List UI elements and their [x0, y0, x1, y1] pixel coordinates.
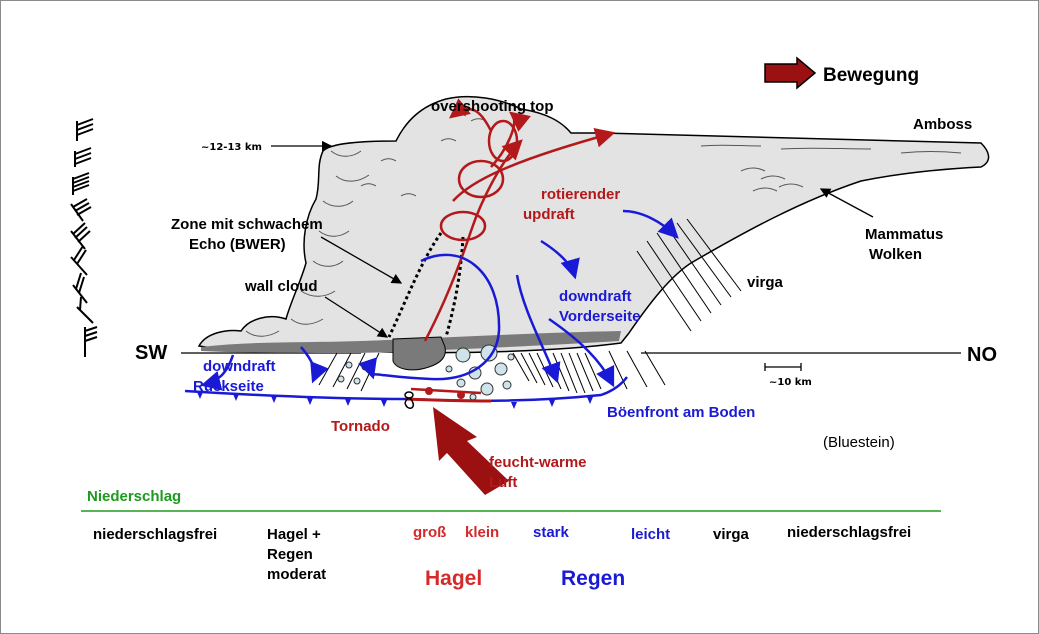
- wind-profile-barbs: [71, 119, 97, 357]
- inflow-label-line1: feucht-warme: [489, 454, 587, 471]
- anvil-label: Amboss: [913, 116, 972, 133]
- virga-label: virga: [747, 274, 784, 291]
- mammatus-label-line2: Wolken: [869, 246, 922, 263]
- rotating-updraft-label-line1: rotierender: [541, 186, 620, 203]
- precip-virga: virga: [713, 526, 750, 543]
- downdraft-rear-label-line1: downdraft: [203, 358, 276, 375]
- inflow-label-line2: Luft: [489, 474, 517, 491]
- downdraft-rear-label-line2: Rückseite: [193, 378, 264, 395]
- movement-label: Bewegung: [823, 65, 919, 86]
- downdraft-front-label-line1: downdraft: [559, 288, 632, 305]
- precip-light: leicht: [631, 526, 670, 543]
- scale-bar-label: ~10 km: [769, 377, 812, 388]
- bwer-label-line1: Zone mit schwachem: [171, 216, 323, 233]
- rotating-updraft-label-line2: updraft: [523, 206, 575, 223]
- movement-arrow: [765, 58, 815, 88]
- precip-title: Niederschlag: [87, 488, 181, 505]
- precip-small: klein: [465, 524, 499, 541]
- no-label: NO: [967, 344, 997, 366]
- precip-hail-rain-line2: Regen: [267, 546, 313, 563]
- precip-rain: Regen: [561, 567, 625, 590]
- precip-heavy: stark: [533, 524, 570, 541]
- precip-free-left: niederschlagsfrei: [93, 526, 217, 543]
- height-marker-label: ~12-13 km: [201, 142, 262, 153]
- downdraft-front-label-line2: Vorderseite: [559, 308, 640, 325]
- precip-hail-rain-line3: moderat: [267, 566, 326, 583]
- gust-front-label: Böenfront am Boden: [607, 404, 755, 421]
- tornado-label: Tornado: [331, 418, 390, 435]
- mammatus-label-line1: Mammatus: [865, 226, 943, 243]
- precip-hail-rain-line1: Hagel +: [267, 526, 321, 543]
- bwer-label-line2: Echo (BWER): [189, 236, 286, 253]
- source-label: (Bluestein): [823, 434, 895, 451]
- overshooting-top-label: overshooting top: [431, 98, 554, 115]
- precip-hail: Hagel: [425, 567, 482, 590]
- precip-free-right: niederschlagsfrei: [787, 524, 911, 541]
- precip-large: groß: [413, 524, 446, 541]
- sw-label: SW: [135, 342, 167, 364]
- wall-cloud-label: wall cloud: [244, 278, 318, 295]
